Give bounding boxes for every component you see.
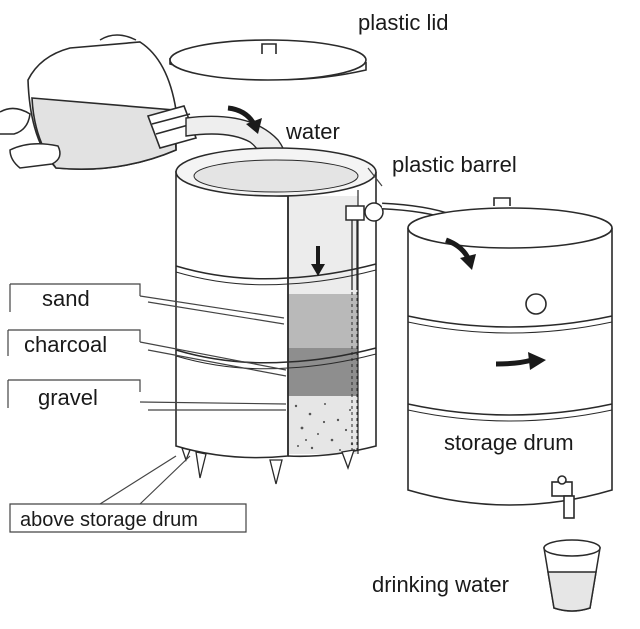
flow-down-arrow (311, 246, 325, 276)
label-plastic-barrel: plastic barrel (392, 152, 517, 177)
barrel-legs (181, 447, 355, 485)
drinking-glass (543, 539, 601, 612)
label-plastic-lid: plastic lid (358, 10, 448, 35)
charcoal-layer (288, 348, 358, 396)
label-above-storage-drum: above storage drum (20, 509, 198, 531)
hands (0, 34, 137, 169)
filter-barrel (175, 147, 377, 485)
label-charcoal: charcoal (24, 332, 107, 357)
label-gravel: gravel (38, 385, 98, 410)
sand-layer (288, 294, 358, 348)
flow-arrow-bottom (495, 352, 546, 370)
label-storage-drum: storage drum (444, 430, 574, 455)
label-drinking-water: drinking water (372, 572, 509, 597)
storage-drum (407, 197, 613, 519)
label-water: water (285, 119, 340, 144)
label-sand: sand (42, 286, 90, 311)
gravel-layer (288, 396, 358, 454)
water-jug (27, 41, 198, 170)
plastic-lid (169, 39, 367, 81)
flow-arrow-top (445, 237, 476, 270)
pour-direction-arrow (227, 105, 262, 134)
label-frames (7, 167, 383, 533)
gravel-speckles (294, 403, 354, 451)
